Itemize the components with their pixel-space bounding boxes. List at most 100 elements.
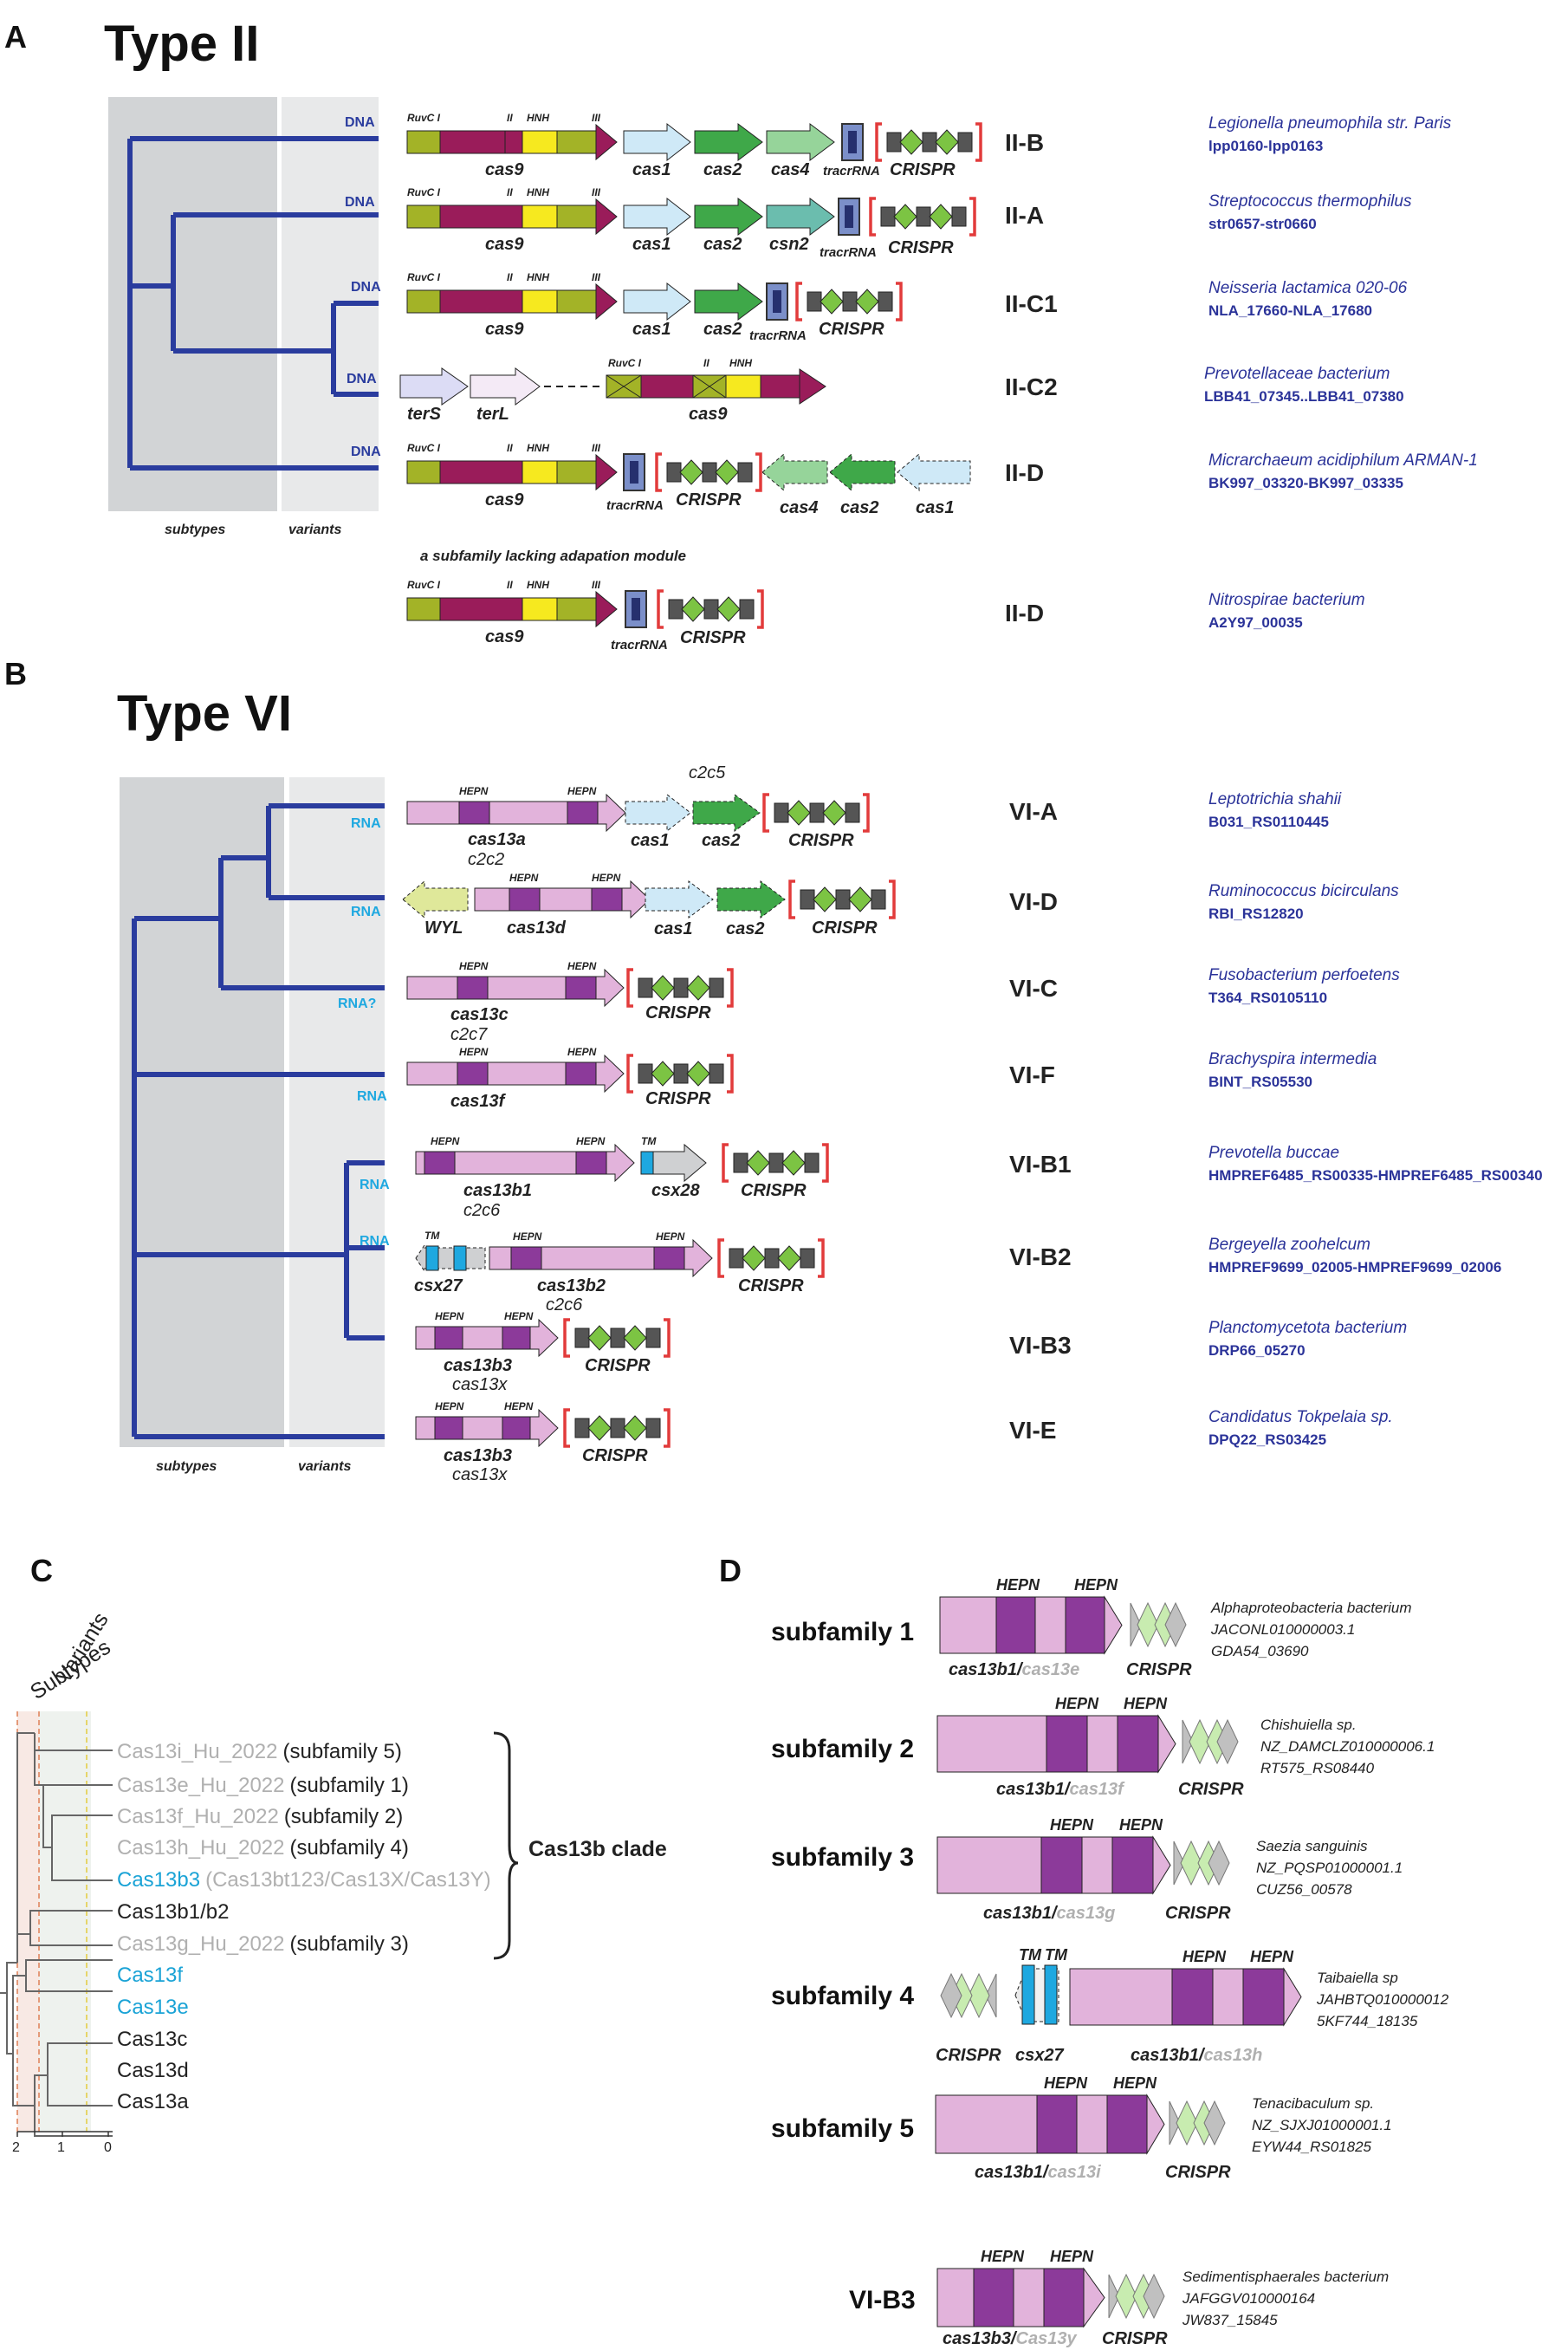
cas13-gene (936, 1714, 1176, 1774)
locus-vi-b2: TM csx27 HEPN HEPN cas13b2 c2c6 CRISPR (414, 1230, 825, 1315)
locus-tag: LBB41_07345..LBB41_07380 (1204, 388, 1404, 405)
mol-dna-5: DNA (351, 445, 381, 459)
svg-text:CRISPR: CRISPR (1126, 1660, 1192, 1679)
crispr-array (563, 1318, 671, 1358)
cas13c-gene: HEPN HEPN cas13c c2c7 (406, 960, 625, 1044)
svg-text:HEPN: HEPN (576, 1135, 606, 1147)
cas13b1-gene: HEPN HEPN cas13b1 c2c6 (415, 1135, 635, 1220)
tracrrna (838, 198, 860, 236)
subtype-label: VI-F (1009, 1061, 1055, 1088)
svg-text:CRISPR: CRISPR (788, 831, 854, 850)
svg-text:cas1: cas1 (632, 235, 671, 254)
svg-text:HEPN: HEPN (509, 872, 539, 884)
svg-text:csn2: csn2 (769, 235, 809, 254)
svg-text:HEPN: HEPN (1044, 2074, 1088, 2092)
crispr-array (722, 1143, 829, 1183)
crispr-array (626, 968, 734, 1008)
subtype-label: II-C1 (1005, 290, 1058, 317)
svg-text:cas9: cas9 (485, 627, 524, 646)
svg-text:cas13b1: cas13b1 (463, 1181, 532, 1200)
subtype-label: VI-C (1009, 975, 1058, 1002)
svg-text:JAHBTQ010000012: JAHBTQ010000012 (1316, 1991, 1449, 2008)
svg-text:cas9: cas9 (485, 235, 524, 254)
svg-text:HEPN: HEPN (656, 1230, 685, 1243)
row-title: subfamily 3 (771, 1843, 914, 1872)
csx27-gene: TM csx27 (414, 1230, 486, 1295)
svg-text:III: III (592, 186, 601, 198)
locus-ii-d-nitrospirae: RuvC I II HNH III cas9 tracrRNA CRISPR (406, 579, 764, 652)
cas13d-gene: HEPN HEPN cas13d (474, 872, 651, 938)
subtype-label: VI-E (1009, 1417, 1056, 1444)
leaf-cas13i: Cas13i_Hu_2022(subfamily 5) (117, 1740, 402, 1763)
svg-text:HEPN: HEPN (504, 1310, 534, 1322)
c2c5-label: c2c5 (689, 763, 726, 782)
crispr-array (869, 197, 976, 237)
svg-text:NZ_DAMCLZ010000006.1: NZ_DAMCLZ010000006.1 (1260, 1738, 1435, 1755)
svg-text:RT575_RS08440: RT575_RS08440 (1260, 1760, 1375, 1776)
svg-text:cas2: cas2 (703, 320, 742, 339)
mol-rna-2: RNA (351, 905, 381, 919)
svg-text:tracrRNA: tracrRNA (820, 245, 877, 260)
cas13b-bracket (493, 1731, 519, 1960)
organism: Streptococcus thermophilus (1208, 192, 1412, 211)
svg-text:HNH: HNH (729, 357, 752, 369)
svg-text:cas1: cas1 (654, 919, 693, 938)
svg-text:tracrRNA: tracrRNA (823, 164, 880, 179)
cas13-tree (0, 1732, 113, 2137)
mol-rna-5: RNA (360, 1234, 390, 1249)
svg-text:HEPN: HEPN (504, 1400, 534, 1412)
crispr-array (875, 122, 982, 162)
svg-text:HEPN: HEPN (1050, 1816, 1094, 1834)
svg-text:II: II (703, 357, 709, 369)
crispr-array (1169, 2100, 1226, 2146)
organism: Nitrospirae bacterium (1208, 591, 1365, 609)
locus-tag: T364_RS0105110 (1208, 990, 1327, 1006)
leaf-cas13h-hu: Cas13h_Hu_2022(subfamily 4) (117, 1836, 409, 1860)
svg-text:TM: TM (1019, 1946, 1042, 1964)
subtypes-band (108, 97, 277, 511)
svg-text:III: III (592, 271, 601, 283)
svg-text:c2c7: c2c7 (450, 1025, 488, 1044)
svg-text:terS: terS (407, 405, 442, 424)
svg-text:RuvC I: RuvC I (407, 579, 441, 591)
svg-text:cas2: cas2 (703, 235, 742, 254)
tracrrna (841, 123, 864, 161)
svg-text:HEPN: HEPN (1074, 1576, 1118, 1594)
svg-text:JAFGGV010000164: JAFGGV010000164 (1182, 2290, 1315, 2307)
leaf-cas13e-hu: Cas13e_Hu_2022(subfamily 1) (117, 1774, 409, 1797)
svg-text:Chishuiella sp.: Chishuiella sp. (1260, 1717, 1357, 1733)
cas13a-gene: HEPN HEPN cas13a c2c2 (406, 785, 626, 869)
tree-scale-axis: 2 1 0 (12, 2131, 113, 2155)
locus-vi-d: WYL HEPN HEPN cas13d cas1 cas2 CRISPR (402, 872, 896, 938)
svg-text:CRISPR: CRISPR (738, 1276, 804, 1295)
svg-text:cas13x: cas13x (452, 1375, 508, 1394)
cas9-gene: RuvC I II HNH III cas9 (406, 271, 618, 339)
leaf-cas13f: Cas13f (117, 1964, 183, 1987)
subfamily-3-row: subfamily 3 HEPN HEPN cas13b1/cas13g CRI… (771, 1816, 1403, 1923)
svg-text:HEPN: HEPN (513, 1230, 542, 1243)
cas13b3-gene: HEPN HEPN cas13b3 cas13x (415, 1310, 559, 1394)
svg-text:cas13b3/Cas13y: cas13b3/Cas13y (943, 2329, 1077, 2348)
svg-text:HEPN: HEPN (431, 1135, 460, 1147)
cas1-gene (897, 452, 971, 492)
cas1-gene (625, 793, 691, 833)
cas2-gene (694, 282, 763, 321)
svg-text:HEPN: HEPN (592, 872, 621, 884)
subtype-label: VI-B1 (1009, 1151, 1072, 1178)
svg-text:HNH: HNH (527, 186, 549, 198)
svg-text:CRISPR: CRISPR (1165, 1904, 1231, 1923)
svg-text:CRISPR: CRISPR (812, 919, 878, 938)
svg-text:II: II (507, 271, 513, 283)
svg-text:HEPN: HEPN (459, 785, 489, 797)
locus-vi-f: HEPN HEPN cas13f CRISPR (406, 1046, 734, 1111)
mol-dna-4: DNA (347, 372, 377, 386)
crispr-array (626, 1054, 734, 1094)
svg-text:cas1: cas1 (631, 831, 670, 850)
svg-text:JACONL010000003.1: JACONL010000003.1 (1210, 1621, 1355, 1638)
locus-tag: B031_RS0110445 (1208, 814, 1329, 830)
panel-d-label: D (719, 1553, 742, 1588)
svg-text:Alphaproteobacteria bacterium: Alphaproteobacteria bacterium (1210, 1600, 1412, 1616)
svg-text:csx28: csx28 (651, 1181, 700, 1200)
subtype-label: VI-B2 (1009, 1243, 1072, 1270)
svg-text:NZ_SJXJ01000001.1: NZ_SJXJ01000001.1 (1252, 2117, 1392, 2133)
